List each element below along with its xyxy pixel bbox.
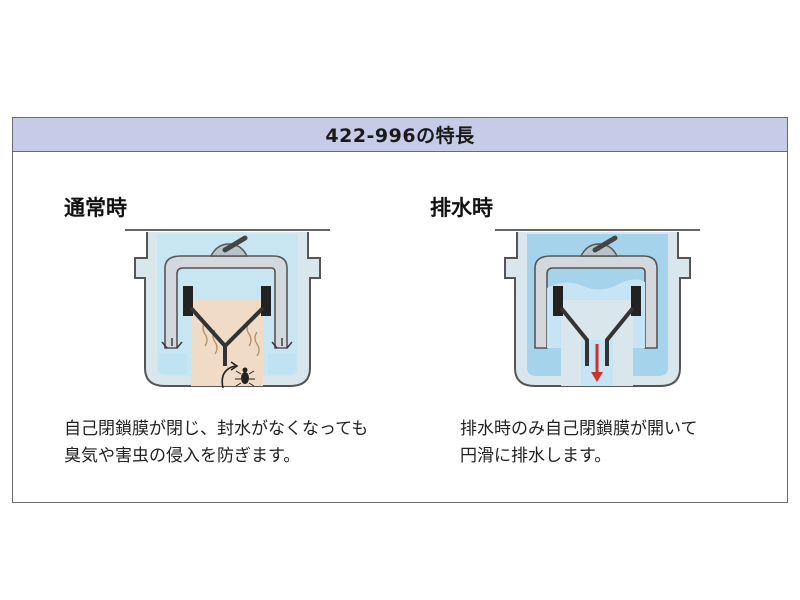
drain-desc-line-2: 円滑に排水します。 (460, 446, 612, 466)
drain-state-heading: 排水時 (430, 196, 493, 220)
trap-normal-illustration (125, 229, 330, 389)
insect-icon (235, 367, 255, 387)
panel-title: 422-996の特長 (325, 125, 475, 147)
drain-desc-line-1: 排水時のみ自己閉鎖膜が開いて (460, 419, 698, 439)
trap-drain-illustration (495, 229, 700, 387)
normal-desc-line-1: 自己閉鎖膜が閉じ、封水がなくなっても (64, 419, 369, 439)
panel-header: 422-996の特長 (13, 118, 787, 152)
normal-state-heading: 通常時 (64, 196, 127, 220)
normal-state-description: 自己閉鎖膜が閉じ、封水がなくなっても 臭気や害虫の侵入を防ぎます。 (64, 416, 368, 470)
normal-desc-line-2: 臭気や害虫の侵入を防ぎます。 (64, 446, 301, 466)
drain-state-description: 排水時のみ自己閉鎖膜が開いて 円滑に排水します。 (460, 416, 698, 470)
drain-arrow-icon (591, 344, 603, 382)
